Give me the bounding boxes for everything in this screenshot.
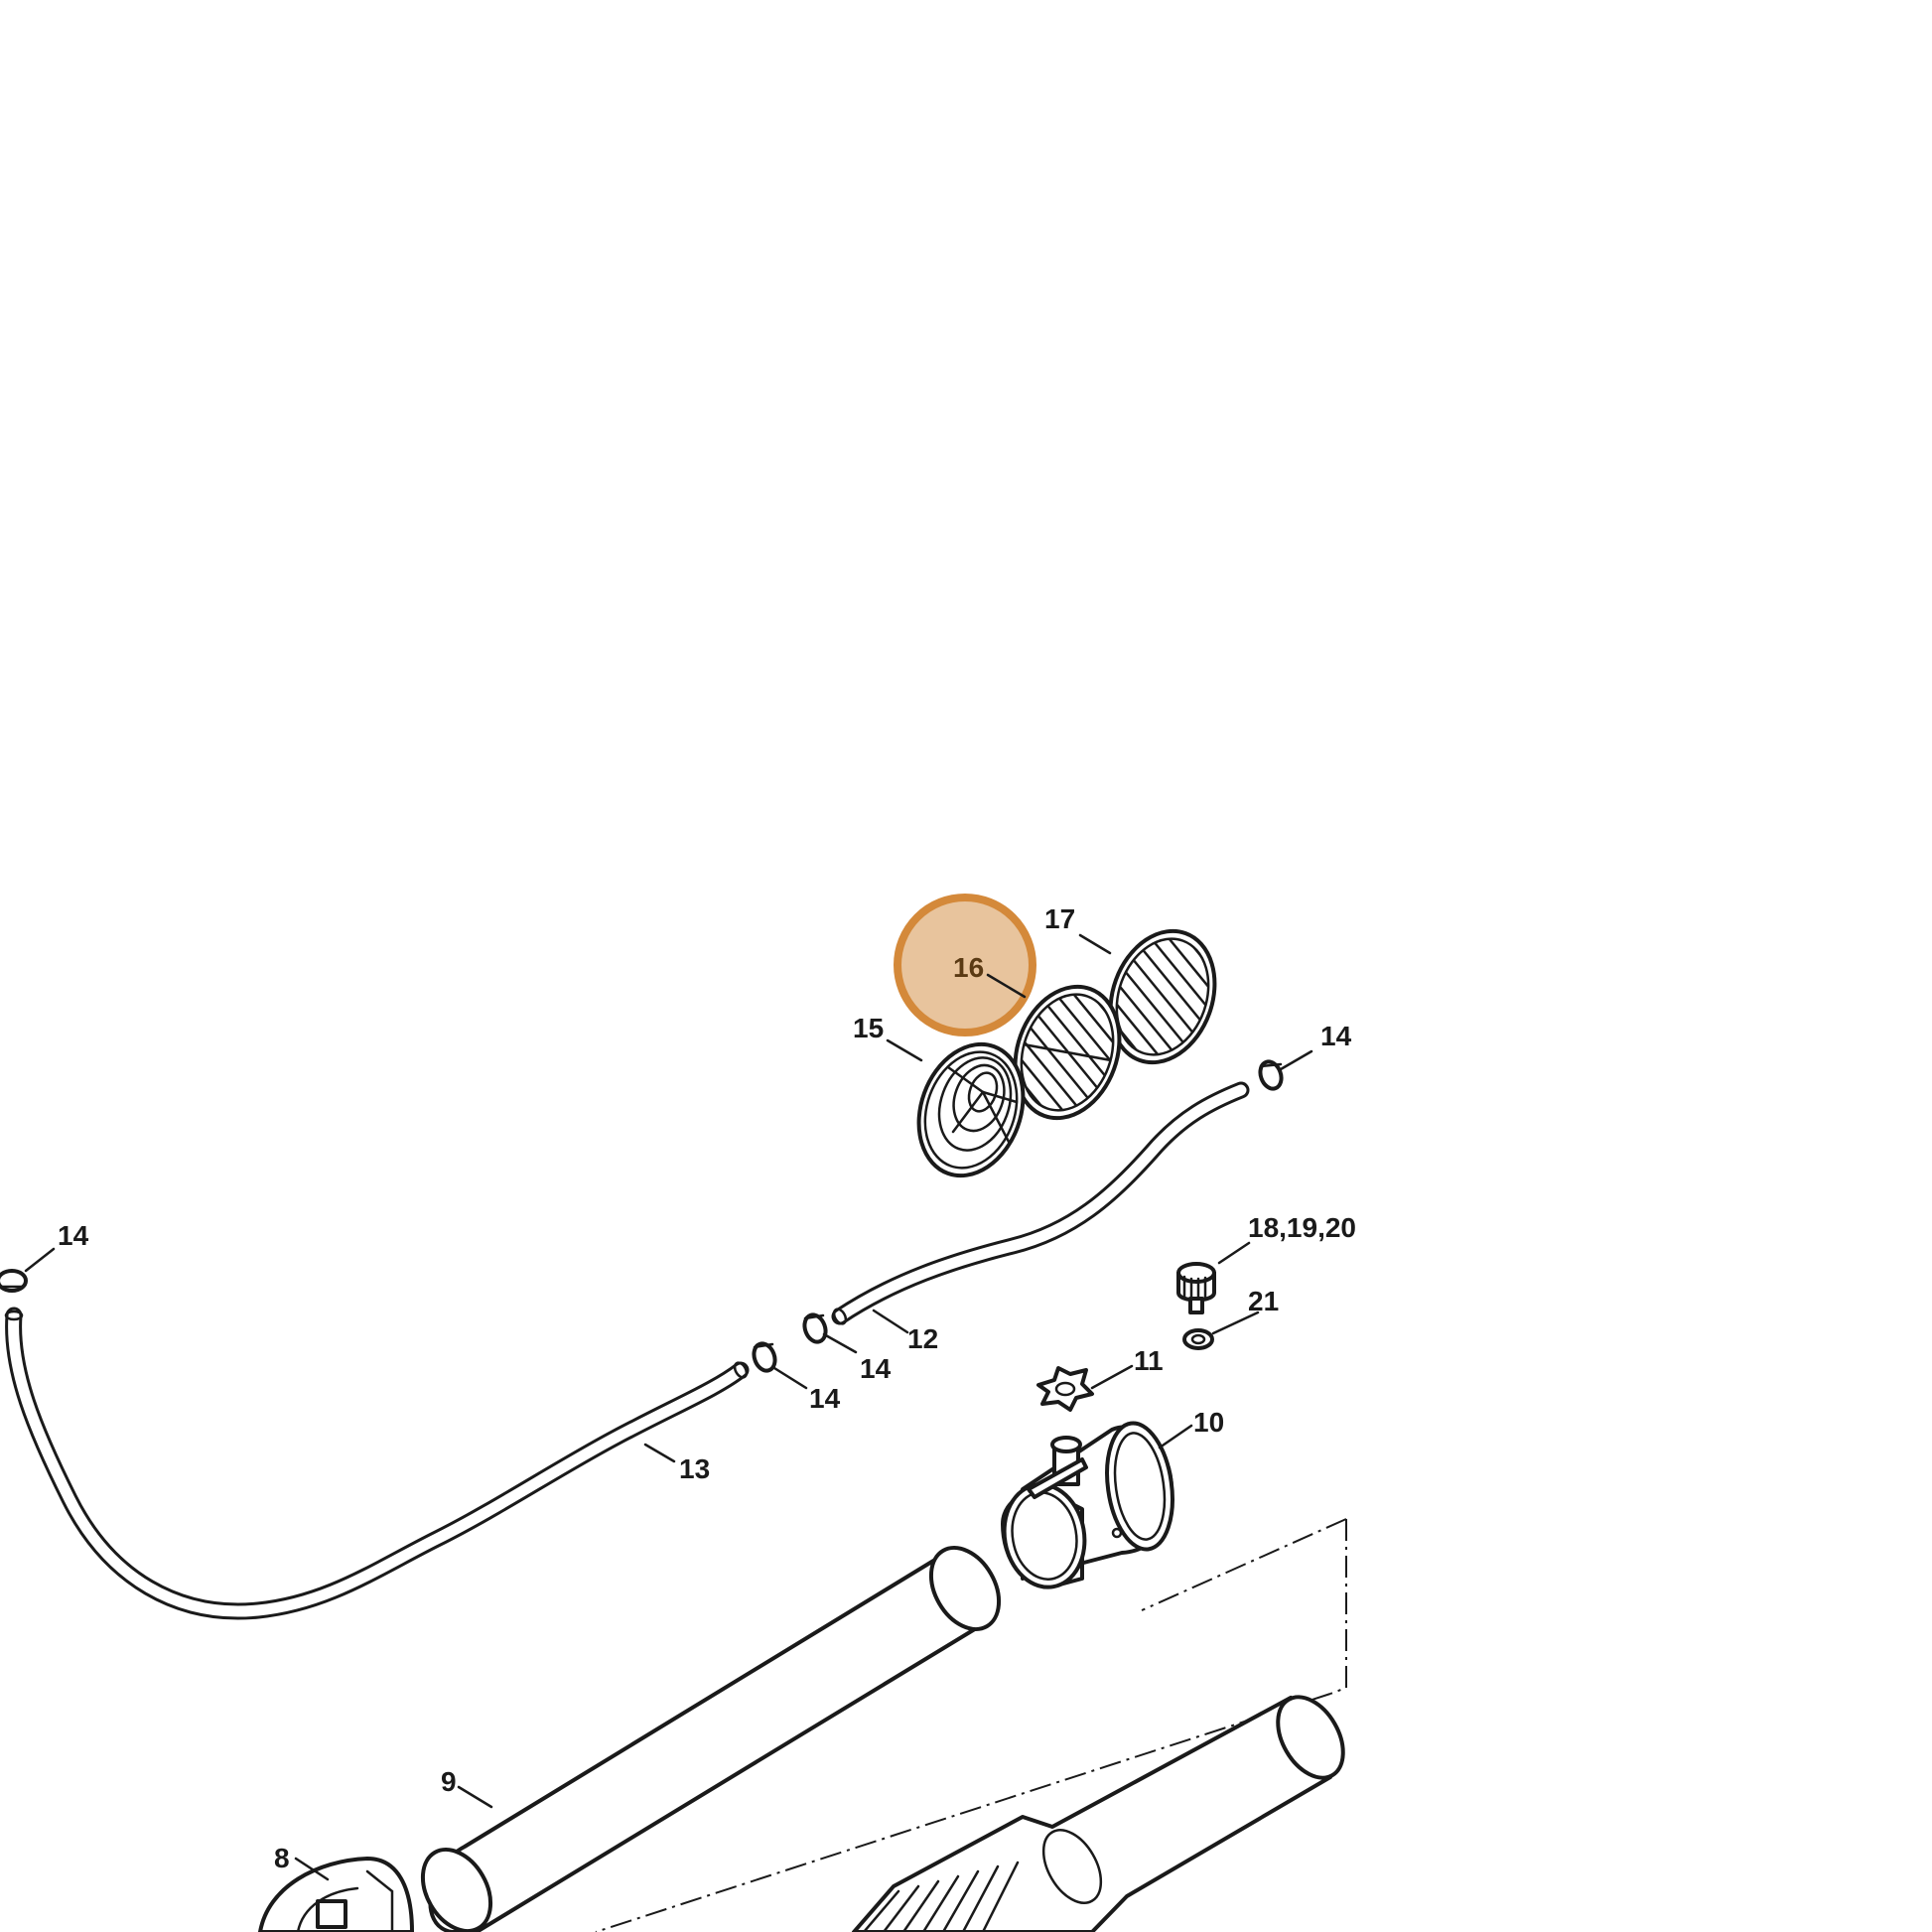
part-12-hose <box>831 1081 1250 1325</box>
callout-10: 10 <box>1193 1407 1224 1438</box>
callout-11: 11 <box>1134 1345 1164 1376</box>
callout-13: 13 <box>679 1453 710 1484</box>
callout-18-19-20: 18,19,20 <box>1248 1212 1356 1243</box>
assembly-line-lower <box>595 1693 1331 1932</box>
part-10-housing <box>1001 1421 1174 1589</box>
assembly-line <box>1329 1519 1347 1695</box>
part-14-clamp-left <box>0 1269 28 1293</box>
callout-8: 8 <box>274 1843 290 1873</box>
callout-17: 17 <box>1044 903 1075 934</box>
part-18-19-20-cap <box>1176 1262 1216 1314</box>
callout-9: 9 <box>441 1766 457 1797</box>
callout-14-right: 14 <box>1320 1021 1352 1051</box>
callout-15: 15 <box>853 1013 884 1043</box>
part-11-star-knob <box>1036 1366 1094 1412</box>
highlight-circle-16 <box>894 894 1036 1036</box>
callout-14-hose12: 14 <box>860 1353 892 1384</box>
part-9-tube <box>420 1546 1002 1932</box>
part-16-slotted-grille <box>1006 981 1129 1124</box>
callout-21: 21 <box>1248 1286 1279 1316</box>
part-14-clamp-hose13 <box>752 1341 777 1373</box>
assembly-line-upper <box>1141 1518 1347 1611</box>
part-21-washer <box>1182 1328 1214 1350</box>
callout-14-hose13: 14 <box>809 1383 841 1414</box>
part-14-clamp-hose12 <box>802 1312 828 1344</box>
part-13-hose <box>4 1307 750 1620</box>
callout-14-left: 14 <box>58 1220 89 1251</box>
callout-16: 16 <box>953 952 984 983</box>
callout-12: 12 <box>907 1323 938 1354</box>
leader-lines <box>24 933 1313 1881</box>
part-15-spiral-grille <box>916 1041 1026 1178</box>
part-14-clamp-upper-right <box>1258 1059 1284 1091</box>
part-8-elbow <box>258 1857 414 1932</box>
nozzle-tube-lower <box>852 1695 1345 1932</box>
